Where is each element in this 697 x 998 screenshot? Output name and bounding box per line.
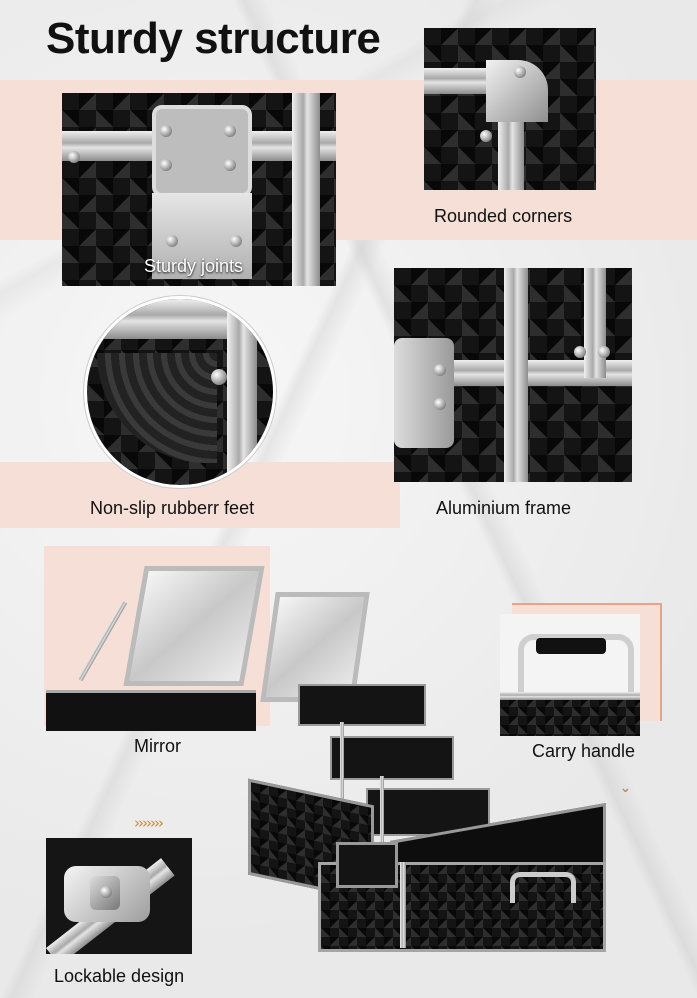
handle-caption: Carry handle — [532, 741, 636, 761]
feet-photo — [84, 296, 276, 488]
joints-caption: Sturdy joints — [144, 256, 244, 276]
frame-caption: Aluminium frame — [436, 498, 572, 518]
corners-photo — [424, 28, 596, 190]
page-title: Sturdy structure — [46, 14, 381, 63]
corners-caption: Rounded corners — [434, 206, 573, 226]
lock-caption: Lockable design — [54, 966, 185, 986]
lock-photo — [46, 838, 192, 954]
feet-caption: Non-slip rubberr feet — [90, 498, 255, 518]
main-case — [240, 592, 610, 992]
joints-photo: Sturdy joints — [62, 93, 336, 286]
mirror-caption: Mirror — [134, 736, 181, 756]
mirror-case — [46, 690, 256, 731]
accent-line-handle — [512, 603, 662, 605]
accent-line-handle-side — [660, 603, 662, 721]
chevrons-right-icon: ››››››› — [134, 814, 164, 832]
handle-photo — [500, 614, 640, 736]
frame-photo — [394, 268, 632, 482]
